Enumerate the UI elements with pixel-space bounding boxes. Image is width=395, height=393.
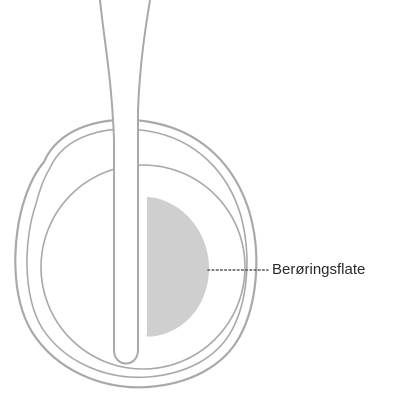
touch-surface xyxy=(146,197,209,337)
headband-yoke xyxy=(100,0,150,364)
earcup-plate xyxy=(41,165,245,369)
touch-surface-label: Berøringsflate xyxy=(272,260,365,280)
